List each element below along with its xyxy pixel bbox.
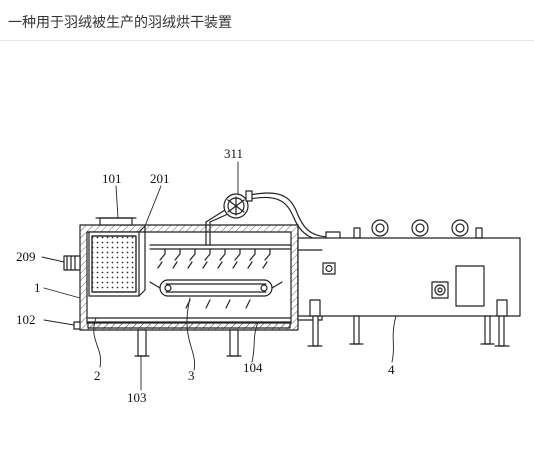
label-2: 2 xyxy=(94,368,101,383)
page-title: 一种用于羽绒被生产的羽绒烘干装置 xyxy=(8,15,232,31)
blower-fan xyxy=(223,190,253,219)
bottom-plate xyxy=(87,317,291,329)
nozzle-row xyxy=(157,248,271,269)
box-legs xyxy=(134,329,242,357)
feed-inlet xyxy=(95,217,137,226)
label-201: 201 xyxy=(150,171,170,186)
leader-lines xyxy=(41,161,397,391)
cooling-unit xyxy=(297,219,521,317)
filter-cartridge xyxy=(88,225,146,297)
page-header: 一种用于羽绒被生产的羽绒烘干装置 xyxy=(0,0,534,41)
label-101: 101 xyxy=(102,171,122,186)
side-motor xyxy=(63,255,81,271)
patent-figure: 101 201 311 209 1 102 2 103 3 104 4 xyxy=(0,41,534,465)
label-102: 102 xyxy=(16,312,36,327)
label-4: 4 xyxy=(388,362,395,377)
unit-legs xyxy=(307,299,510,347)
label-103: 103 xyxy=(127,390,147,405)
label-209: 209 xyxy=(16,249,36,264)
label-1: 1 xyxy=(34,280,41,295)
label-3: 3 xyxy=(188,368,195,383)
patent-drawing: 101 201 311 209 1 102 2 103 3 104 4 xyxy=(16,146,521,405)
side-bracket xyxy=(73,321,81,330)
label-104: 104 xyxy=(243,360,263,375)
conveyor-belt xyxy=(149,279,283,309)
label-311: 311 xyxy=(224,146,243,161)
